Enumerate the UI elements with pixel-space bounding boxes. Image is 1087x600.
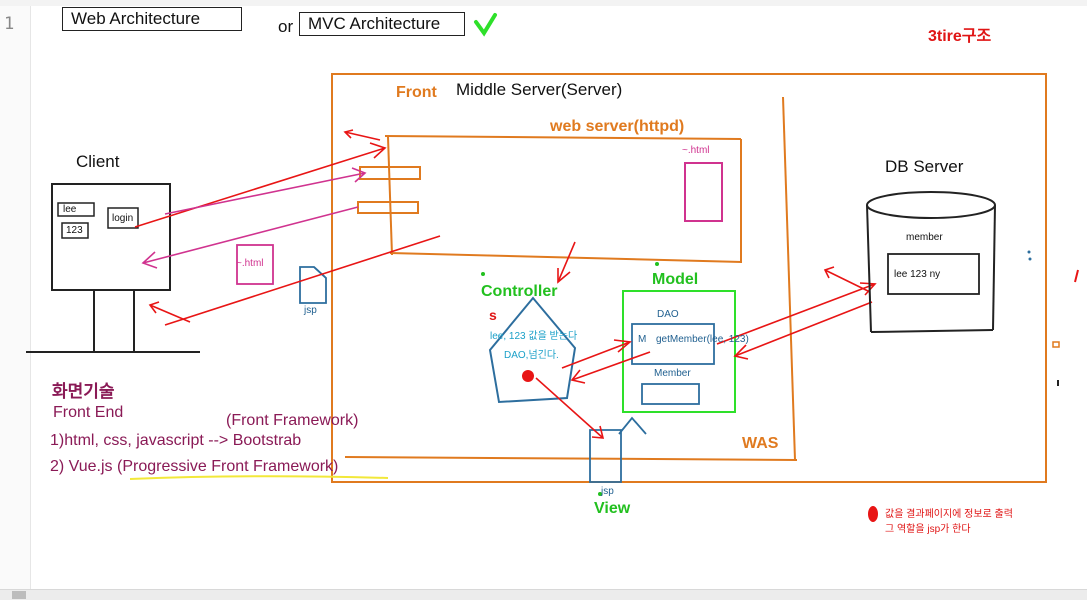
db-row-value: lee 123 ny bbox=[894, 269, 941, 280]
legend-red-dot bbox=[868, 506, 878, 522]
checkmark-icon bbox=[474, 13, 497, 37]
webserver-top-line bbox=[384, 135, 742, 140]
front-framework-label: (Front Framework) bbox=[226, 412, 359, 429]
model-label: Model bbox=[652, 271, 699, 288]
front-label: Front bbox=[396, 84, 437, 101]
controller-s-label: s bbox=[489, 307, 497, 323]
dao-box bbox=[631, 323, 715, 365]
db-server-title: DB Server bbox=[885, 157, 964, 176]
middle-server-label: Middle Server(Server) bbox=[456, 80, 623, 99]
was-label: WAS bbox=[742, 435, 779, 452]
db-table-label: member bbox=[906, 232, 943, 243]
client-html-file bbox=[236, 244, 274, 285]
client-title: Client bbox=[76, 152, 120, 171]
webserver-html-label: ~.html bbox=[682, 145, 710, 156]
front-end-label: Front End bbox=[53, 404, 124, 421]
webserver-label: web server(httpd) bbox=[550, 118, 685, 135]
model-box bbox=[622, 290, 736, 413]
controller-label: Controller bbox=[481, 283, 558, 300]
scrollbar-thumb[interactable] bbox=[12, 591, 26, 599]
notes-line-2: 2) Vue.js (Progressive Front Framework) bbox=[50, 458, 339, 475]
controller-red-dot bbox=[522, 370, 534, 382]
webserver-left-line bbox=[387, 136, 393, 256]
member-box bbox=[641, 383, 700, 405]
web-architecture-box: Web Architecture bbox=[62, 7, 242, 31]
highlight-underline bbox=[129, 475, 389, 480]
dao-label: DAO bbox=[657, 309, 679, 320]
member-label: Member bbox=[654, 368, 691, 379]
client-pw-value: 123 bbox=[66, 225, 83, 236]
view-arrow-head bbox=[618, 416, 647, 435]
legend-line-2: 그 역할을 jsp가 한다 bbox=[885, 524, 971, 535]
mvc-architecture-box: MVC Architecture bbox=[299, 12, 465, 36]
client-jsp-file bbox=[299, 266, 327, 304]
client-id-value: lee bbox=[63, 204, 77, 215]
view-box bbox=[589, 429, 622, 483]
horizontal-scrollbar[interactable] bbox=[0, 589, 1087, 600]
editor-top-strip bbox=[0, 0, 1087, 6]
view-label: View bbox=[594, 500, 631, 517]
controller-note-1: lee, 123 값을 받는다 bbox=[490, 331, 578, 342]
client-jsp-label: jsp bbox=[304, 305, 317, 316]
screen-tech-label: 화면기술 bbox=[52, 382, 115, 401]
webserver-port-bottom bbox=[357, 201, 419, 214]
client-login-button bbox=[107, 207, 139, 229]
webserver-html-file bbox=[684, 162, 723, 222]
controller-house bbox=[488, 296, 577, 404]
middle-server-box bbox=[331, 73, 1047, 483]
line-number: 1 bbox=[4, 14, 15, 34]
was-top-line bbox=[389, 252, 743, 263]
was-divider-line bbox=[782, 96, 796, 461]
controller-note-2: DAO,넘긴다. bbox=[504, 350, 559, 361]
view-jsp-label: jsp bbox=[601, 486, 614, 497]
was-bottom-line bbox=[344, 456, 798, 461]
editor-line-gutter bbox=[0, 6, 31, 590]
client-html-label: ~.html bbox=[236, 258, 264, 269]
legend-line-1: 값을 결과페이지에 정보로 출력 bbox=[885, 509, 1013, 520]
client-pw-field bbox=[61, 222, 89, 239]
db-member-table bbox=[887, 253, 980, 295]
three-tier-label: 3tire구조 bbox=[928, 28, 992, 45]
client-id-field bbox=[57, 202, 95, 217]
or-label: or bbox=[278, 17, 294, 36]
db-cylinder-top bbox=[866, 191, 996, 219]
getmember-label: getMember(lee, 123) bbox=[656, 334, 749, 345]
client-monitor bbox=[51, 183, 171, 291]
client-login-label: login bbox=[112, 213, 134, 224]
notes-line-1: 1)html, css, javascript --> Bootstrab bbox=[50, 432, 302, 449]
webserver-port-top bbox=[359, 166, 421, 180]
m-label: M bbox=[638, 334, 647, 345]
